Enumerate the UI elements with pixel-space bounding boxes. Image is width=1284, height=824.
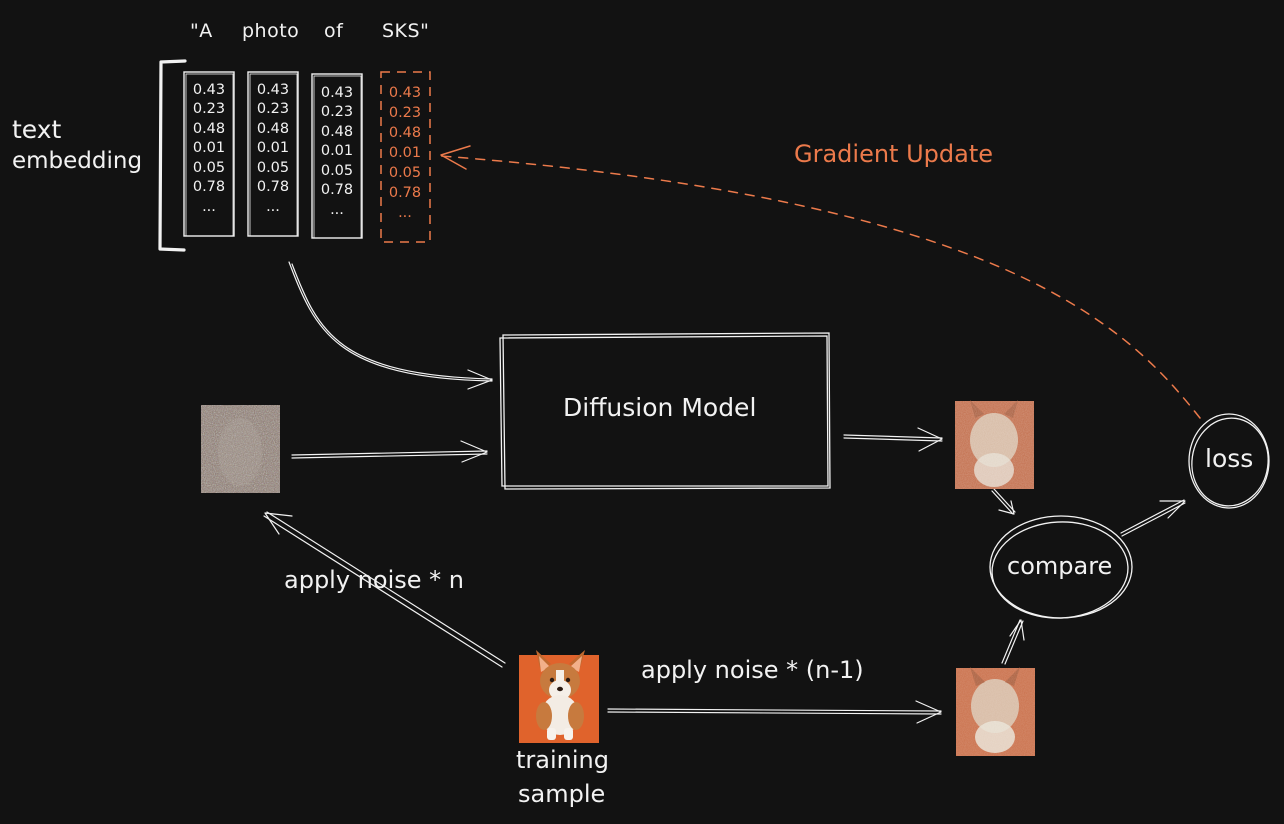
- embedding-column-1: [183, 71, 235, 237]
- training-sample-label-line1: training: [516, 746, 609, 774]
- loss-label: loss: [1205, 444, 1254, 473]
- embedding-value: 0.23: [320, 104, 354, 120]
- embedding-value: 0.23: [192, 101, 226, 117]
- embedding-to-model-arrow: [288, 261, 493, 390]
- embedding-bracket: [158, 59, 187, 252]
- embedding-value: 0.43: [320, 85, 354, 101]
- embedding-value: 0.78: [320, 182, 354, 198]
- embedding-value: 0.01: [192, 140, 226, 156]
- embedding-value: 0.48: [256, 121, 290, 137]
- prediction-to-compare-arrow: [991, 488, 1016, 515]
- embedding-value: ...: [266, 199, 280, 215]
- embedding-value-sks: 0.05: [388, 165, 422, 181]
- prompt-token-of: of: [324, 20, 344, 42]
- embedding-column-4-highlighted: [380, 71, 431, 243]
- prompt-token-sks: SKS": [382, 20, 430, 42]
- embedding-value-sks: 0.78: [388, 185, 422, 201]
- prompt-token-photo: photo: [242, 20, 300, 42]
- gradient-update-arrow: [440, 145, 1201, 419]
- embedding-value-sks: 0.01: [388, 145, 422, 161]
- embedding-value: 0.43: [192, 82, 226, 98]
- compare-circle: [989, 515, 1133, 619]
- compare-label: compare: [1007, 552, 1113, 580]
- embedding-value: 0.01: [320, 143, 354, 159]
- embedding-column-2: [247, 71, 299, 237]
- noisy-input-to-model-arrow: [291, 440, 488, 463]
- embedding-value: 0.05: [256, 160, 290, 176]
- noisy-input-image: [201, 405, 280, 493]
- apply-noise-n-minus-1-label: apply noise * (n-1): [641, 656, 864, 684]
- loss-circle: [1188, 413, 1270, 509]
- embedding-value-sks: 0.48: [388, 125, 422, 141]
- embedding-value: 0.23: [256, 101, 290, 117]
- compare-to-loss-arrow: [1120, 499, 1186, 537]
- embedding-value: ...: [202, 199, 216, 215]
- training-sample-image: [519, 650, 599, 743]
- apply-noise-n-arrow: [263, 511, 506, 668]
- diffusion-model-box: [499, 332, 831, 490]
- embedding-value: 0.05: [320, 163, 354, 179]
- gradient-update-label: Gradient Update: [794, 140, 994, 168]
- target-to-compare-arrow: [1001, 619, 1025, 665]
- apply-noise-n-minus-1-arrow: [607, 700, 942, 724]
- text-embedding-label-line2: embedding: [12, 148, 143, 174]
- embedding-value: ...: [330, 202, 344, 218]
- embedding-value: 0.05: [192, 160, 226, 176]
- training-sample-label-line2: sample: [518, 780, 606, 808]
- embedding-value-sks: 0.23: [388, 105, 422, 121]
- embedding-value-sks: ...: [398, 205, 412, 221]
- embedding-value: 0.48: [192, 121, 226, 137]
- model-to-prediction-arrow: [843, 427, 943, 452]
- embedding-value: 0.78: [192, 179, 226, 195]
- embedding-column-3: [311, 73, 363, 239]
- embedding-value-sks: 0.43: [388, 85, 422, 101]
- noisy-target-image: [956, 667, 1035, 756]
- prompt-token-a: "A: [190, 20, 213, 42]
- embedding-value: 0.78: [256, 179, 290, 195]
- predicted-image: [955, 400, 1034, 489]
- text-embedding-label-line1: text: [12, 115, 62, 144]
- apply-noise-n-label: apply noise * n: [284, 566, 464, 594]
- embedding-value: 0.43: [256, 82, 290, 98]
- diffusion-model-label: Diffusion Model: [563, 393, 757, 422]
- embedding-value: 0.01: [256, 140, 290, 156]
- embedding-value: 0.48: [320, 124, 354, 140]
